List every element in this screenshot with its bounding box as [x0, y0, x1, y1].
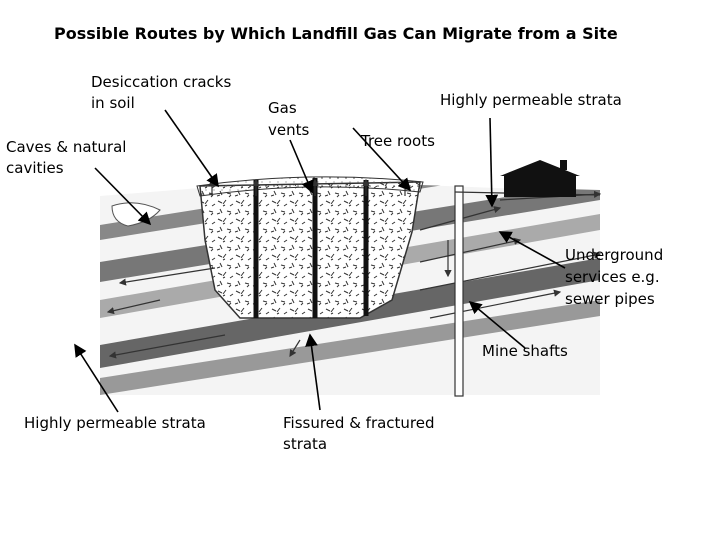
- label-desiccation-1: Desiccation cracks: [91, 73, 232, 91]
- label-desiccation-2: in soil: [91, 94, 135, 112]
- label-tree-roots: Tree roots: [361, 132, 435, 150]
- label-underground-2: services e.g.: [565, 268, 660, 286]
- label-caves-1: Caves & natural: [6, 138, 127, 156]
- label-mine-shafts: Mine shafts: [482, 342, 568, 360]
- label-fissured-2: strata: [283, 435, 328, 453]
- page-title: Possible Routes by Which Landfill Gas Ca…: [54, 24, 618, 43]
- label-underground-1: Underground: [565, 246, 664, 264]
- label-underground-3: sewer pipes: [565, 290, 655, 308]
- mine-shaft: [454, 185, 464, 397]
- label-highly-permeable-top: Highly permeable strata: [440, 91, 622, 109]
- gas-vents: [253, 178, 369, 318]
- landfill-fill: [200, 182, 420, 318]
- callout-leaders: [74, 109, 566, 413]
- label-gas-vents-1: Gas: [268, 99, 297, 117]
- house-icon: [500, 160, 580, 197]
- label-highly-permeable-bottom: Highly permeable strata: [24, 414, 206, 432]
- label-gas-vents-2: vents: [268, 121, 310, 139]
- label-caves-2: cavities: [6, 159, 64, 177]
- label-fissured-1: Fissured & fractured: [283, 414, 435, 432]
